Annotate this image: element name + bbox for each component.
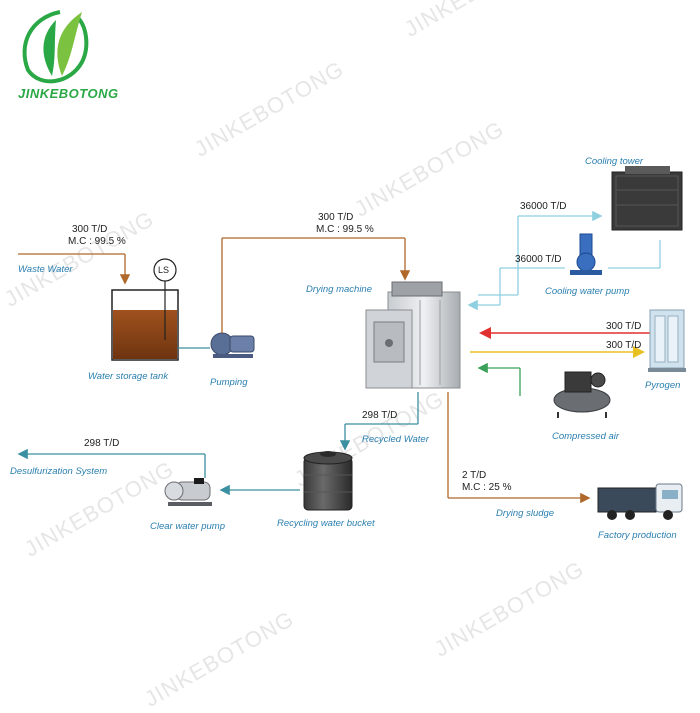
sludge-flow-line	[447, 392, 591, 504]
drying-machine-label: Drying machine	[306, 284, 372, 295]
feed-rate: 300 T/D	[318, 212, 354, 223]
air-compressor-icon	[553, 371, 611, 418]
clear-water-pump-icon	[164, 478, 212, 506]
desulfurization-rate: 298 T/D	[84, 438, 120, 449]
inlet-moisture: M.C : 99.5 %	[68, 236, 126, 247]
pumping-label: Pumping	[210, 377, 248, 388]
cooling-supply-rate: 36000 T/D	[520, 201, 567, 212]
cooling-water-pump-icon	[570, 233, 602, 275]
desulfurization-system-label: Desulfurization System	[10, 466, 108, 477]
clear-water-pump-label: Clear water pump	[150, 521, 225, 532]
recycling-water-bucket	[303, 451, 353, 511]
compressed-air-line	[477, 362, 521, 396]
drying-sludge-label: Drying sludge	[496, 508, 555, 519]
level-sensor-icon	[153, 258, 177, 282]
compressed-air-label: Compressed air	[552, 431, 620, 442]
pyrogen-out-rate: 300 T/D	[606, 340, 642, 351]
recycling-water-bucket-label: Recycling water bucket	[277, 518, 375, 529]
water-storage-tank	[111, 281, 179, 361]
brand-name: JINKEBOTONG	[18, 86, 119, 101]
feed-flow-line	[221, 237, 411, 333]
recycled-water-label: Recycled Water	[362, 434, 429, 445]
drying-machine	[365, 281, 461, 389]
logo-icon	[22, 10, 89, 84]
recycled-rate: 298 T/D	[362, 410, 398, 421]
truck-icon	[597, 483, 683, 520]
cooling-water-pump-label: Cooling water pump	[545, 286, 630, 297]
level-sensor-label: LS	[158, 265, 170, 275]
pyrogen-unit	[648, 309, 686, 372]
water-storage-tank-label: Water storage tank	[88, 371, 169, 382]
desulfurization-line	[17, 448, 206, 478]
sludge-moisture: M.C : 25 %	[462, 482, 512, 493]
inlet-rate: 300 T/D	[72, 224, 108, 235]
feed-moisture: M.C : 99.5 %	[316, 224, 374, 235]
inlet-flow-line	[18, 253, 131, 285]
pyrogen-label: Pyrogen	[645, 380, 681, 391]
recycled-water-line	[339, 392, 419, 451]
pyrogen-in-rate: 300 T/D	[606, 321, 642, 332]
cooling-return-line	[467, 240, 661, 311]
cooling-return-rate: 36000 T/D	[515, 254, 562, 265]
cooling-tower-label: Cooling tower	[585, 156, 644, 167]
cooling-tower	[611, 166, 683, 231]
waste-water-label: Waste Water	[18, 264, 73, 275]
factory-production-label: Factory production	[598, 530, 677, 541]
sludge-rate: 2 T/D	[462, 470, 487, 481]
cooling-supply-line	[478, 210, 603, 296]
pump-icon	[210, 332, 255, 358]
